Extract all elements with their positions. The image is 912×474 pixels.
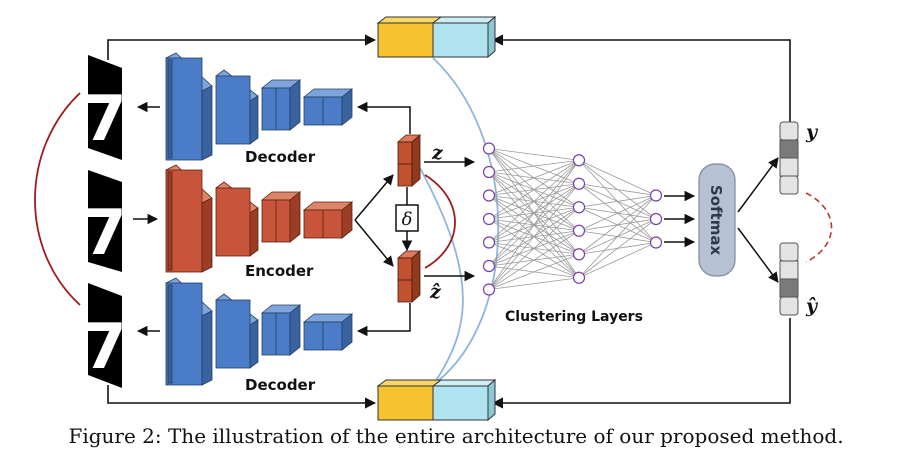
network-node-layer-2 <box>572 201 586 214</box>
network-edge <box>578 195 657 208</box>
network-node-layer-1 <box>482 212 496 226</box>
clustering-layers <box>482 142 663 296</box>
input-image-middle: 7 <box>83 170 127 272</box>
network-edge <box>488 160 580 290</box>
clustering-connections <box>488 148 657 290</box>
network-node-layer-2 <box>572 224 586 237</box>
zhat-label: ẑ <box>429 281 442 303</box>
perturbation-delta: δ <box>395 187 419 252</box>
encoder <box>165 164 354 273</box>
network-edge <box>488 159 580 267</box>
delta-symbol: δ <box>402 209 413 230</box>
encoder-to-zhat-arrow <box>354 219 394 267</box>
decoder-bottom <box>165 277 354 386</box>
input-image-top: 7 <box>83 55 127 160</box>
bottom-feedback-loop <box>107 318 791 409</box>
input-image-bottom: 7 <box>83 283 127 388</box>
network-edge <box>488 159 580 243</box>
network-edge <box>578 195 657 255</box>
top-feedback-loop <box>107 34 791 122</box>
latent-pair-arc <box>424 174 456 269</box>
encoder-label: Encoder <box>245 262 314 280</box>
clustering-layers-label: Clustering Layers <box>505 309 643 325</box>
pairing-curves <box>419 57 500 386</box>
z-to-decoder-top-arrow <box>356 101 411 134</box>
network-edge <box>578 242 657 279</box>
network-node-layer-3 <box>649 189 663 202</box>
decoder-top <box>165 52 354 161</box>
bottom-concat-block <box>376 378 497 422</box>
figure-caption: Figure 2: The illustration of the entire… <box>68 424 844 448</box>
network-edge <box>488 159 580 220</box>
output-y-vector <box>779 121 799 195</box>
network-edge <box>488 159 580 196</box>
network-edge <box>488 230 580 290</box>
output-pair-arc <box>805 192 833 263</box>
softmax-to-y-arrow <box>737 157 779 213</box>
network-node-layer-1 <box>482 189 496 202</box>
network-edge <box>578 159 657 196</box>
network-node-layer-3 <box>649 236 663 249</box>
network-node-layer-1 <box>482 283 496 296</box>
zhat-to-decoder-bottom-arrow <box>356 303 411 337</box>
network-edge <box>488 277 580 290</box>
top-concat-block <box>376 15 497 59</box>
network-edge <box>488 183 580 290</box>
network-node-layer-2 <box>572 177 586 190</box>
digit-glyph: 7 <box>83 82 126 155</box>
softmax-label: Softmax <box>707 185 725 256</box>
network-edge <box>578 183 657 196</box>
latent-z-block <box>396 134 422 187</box>
network-edge <box>488 206 580 290</box>
output-yhat-vector <box>779 242 799 316</box>
network-node-layer-1 <box>482 142 496 155</box>
network-edge <box>578 195 657 232</box>
network-node-layer-1 <box>482 236 496 249</box>
network-edge <box>488 253 580 290</box>
network-node-layer-2 <box>572 248 586 261</box>
softmax-to-yhat-arrow <box>737 227 779 283</box>
z-label: z <box>431 142 444 164</box>
latent-zhat-block <box>396 250 422 303</box>
network-node-layer-1 <box>482 165 496 179</box>
encoder-to-z-arrow <box>354 174 394 221</box>
y-label: y <box>805 121 819 143</box>
yhat-label: ŷ <box>805 295 819 317</box>
softmax-block: Softmax <box>698 163 736 277</box>
digit-glyph: 7 <box>83 310 126 383</box>
network-node-layer-2 <box>572 154 586 167</box>
network-node-layer-2 <box>572 271 586 284</box>
network-node-layer-1 <box>482 259 496 273</box>
network-edge <box>488 159 580 173</box>
decoder-top-label: Decoder <box>245 148 316 166</box>
network-edge <box>578 218 657 279</box>
network-node-layer-3 <box>649 212 663 226</box>
decoder-bottom-label: Decoder <box>245 376 316 394</box>
image-pair-arc <box>34 92 81 306</box>
network-edge <box>578 195 657 279</box>
digit-glyph: 7 <box>83 196 126 269</box>
network-edge <box>488 148 580 161</box>
